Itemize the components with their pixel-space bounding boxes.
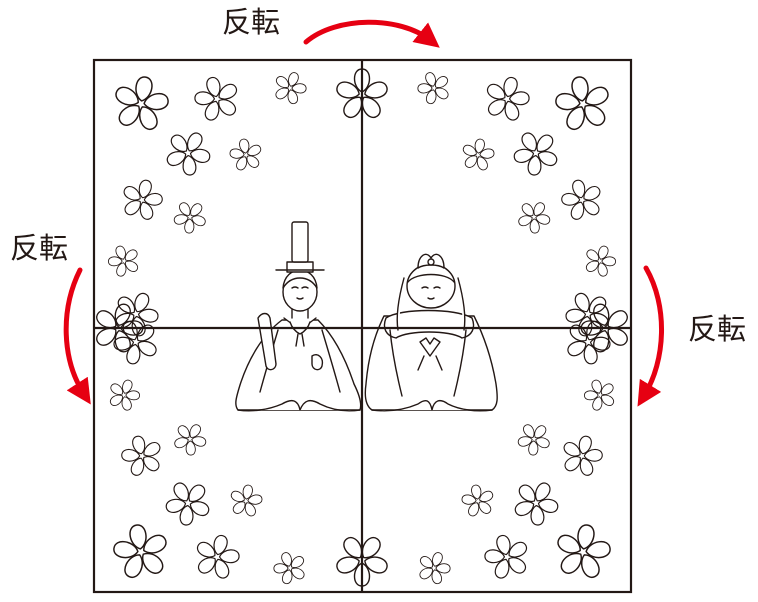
cherry-blossom-icon: [478, 71, 536, 127]
flip-label-left: 反転: [10, 231, 69, 265]
curved-arrow-icon: [637, 265, 664, 407]
cherry-blossom-icon: [478, 529, 536, 585]
cherry-blossom-icon: [549, 71, 617, 136]
cherry-blossom-icon: [268, 66, 312, 109]
cherry-blossom-icon: [166, 415, 214, 463]
cherry-blossom-icon: [510, 193, 558, 241]
curved-arrow-icon: [63, 267, 91, 405]
cherry-blossom-icon: [555, 174, 609, 226]
cherry-blossom-icon: [458, 481, 498, 520]
cherry-blossom-icon: [504, 471, 568, 534]
cherry-blossom-icon: [188, 529, 246, 585]
cherry-blossom-icon: [107, 519, 175, 584]
cherry-blossom-icon: [412, 546, 456, 589]
cherry-blossom-icon: [555, 430, 609, 482]
cherry-blossom-icon: [579, 240, 622, 282]
odairisama-figure: [235, 221, 362, 412]
cherry-blossom-icon: [156, 471, 220, 534]
cherry-blossom-icon: [115, 174, 169, 226]
cherry-blossom-icon: [156, 121, 220, 184]
cherry-blossom-icon: [268, 546, 312, 589]
cherry-blossom-icon: [115, 430, 169, 482]
cherry-blossom-icon: [458, 135, 498, 174]
flip-label-right: 反転: [688, 312, 747, 346]
cherry-blossom-icon: [549, 519, 617, 584]
flip-arrows: [63, 19, 664, 407]
cherry-blossom-icon: [578, 374, 621, 416]
cherry-blossom-icon: [188, 71, 246, 127]
flip-label-top: 反転: [222, 5, 281, 39]
quadrant-frame: [92, 58, 633, 594]
curved-arrow-icon: [303, 19, 440, 48]
cherry-blossom-icon: [103, 374, 146, 416]
cherry-blossom-icon: [510, 415, 558, 463]
cherry-blossom-icon: [107, 71, 175, 136]
ohinasama-figure: [364, 253, 498, 412]
cherry-blossom-icon: [412, 66, 456, 109]
cherry-blossom-icon: [102, 240, 145, 282]
cherry-blossom-icon: [226, 135, 266, 174]
cherry-blossom-icon: [166, 193, 214, 241]
cherry-blossom-icon: [226, 481, 266, 520]
cherry-blossom-icon: [504, 121, 568, 184]
